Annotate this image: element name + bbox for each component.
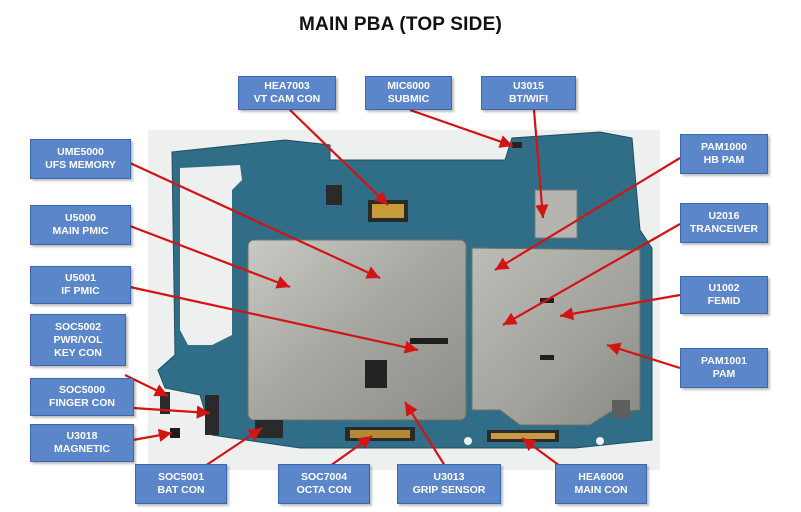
- chip-u3018: [170, 428, 180, 438]
- label-u5000: U5000 MAIN PMIC: [30, 205, 131, 245]
- label-ume5000: UME5000 UFS MEMORY: [30, 139, 131, 179]
- qr-code: [612, 400, 630, 418]
- label-soc5001: SOC5001 BAT CON: [135, 464, 227, 504]
- connector-soc5002: [160, 392, 170, 414]
- label-soc7004: SOC7004 OCTA CON: [278, 464, 370, 504]
- chip-u3015: [534, 189, 578, 239]
- shield-can-right: [471, 247, 641, 426]
- page-title: MAIN PBA (TOP SIDE): [299, 14, 502, 35]
- connector-soc5000: [205, 395, 219, 435]
- label-hea7003: HEA7003 VT CAM CON: [238, 76, 336, 110]
- label-pam1001: PAM1001 PAM: [680, 348, 768, 388]
- connector-soc5001: [255, 420, 283, 438]
- label-u5001: U5001 IF PMIC: [30, 266, 131, 304]
- label-u2016: U2016 TRANCEIVER: [680, 203, 768, 243]
- label-pam1000: PAM1000 HB PAM: [680, 134, 768, 174]
- label-u3015: U3015 BT/WIFI: [481, 76, 576, 110]
- label-u3018: U3018 MAGNETIC: [30, 424, 134, 462]
- label-soc5000: SOC5000 FINGER CON: [30, 378, 134, 416]
- label-u1002: U1002 FEMID: [680, 276, 768, 314]
- label-u3013: U3013 GRIP SENSOR: [397, 464, 501, 504]
- label-hea6000: HEA6000 MAIN CON: [555, 464, 647, 504]
- mic-submic: [512, 142, 522, 148]
- label-mic6000: MIC6000 SUBMIC: [365, 76, 452, 110]
- label-soc5002: SOC5002 PWR/VOL KEY CON: [30, 314, 126, 366]
- shield-opening: [365, 360, 387, 388]
- shield-can-left: [247, 239, 467, 421]
